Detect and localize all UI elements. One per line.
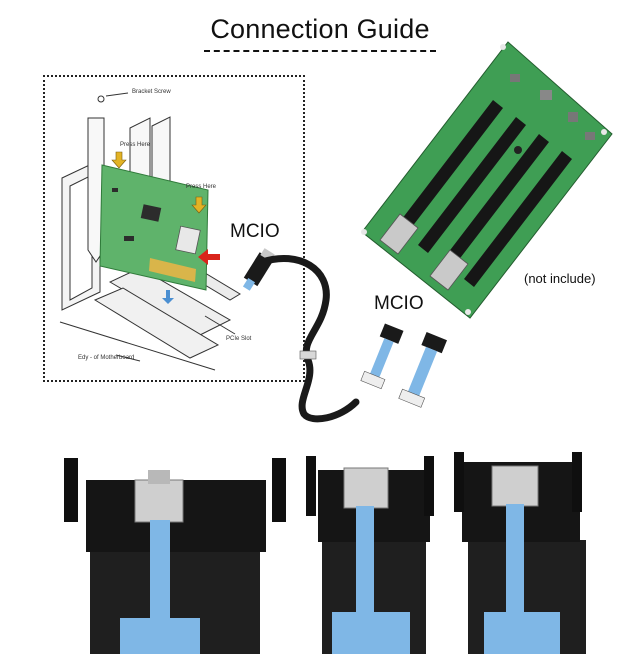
mcio-cable: [242, 248, 360, 423]
connector-closeup-middle: [306, 456, 434, 654]
riser-board: [361, 41, 613, 319]
label-not-included: (not include): [524, 271, 596, 286]
label-mcio-bottom: MCIO: [374, 293, 424, 314]
label-bracket-screw: Bracket Screw: [132, 89, 171, 95]
label-edge-of-motherboard: Edy - of Motherboard: [78, 355, 135, 361]
mcio-connector-small-right: [398, 331, 448, 408]
label-press-here-1: Press Here: [120, 142, 151, 148]
red-arrow-icon: [198, 249, 220, 265]
label-press-here-2: Press Here: [186, 184, 217, 190]
label-mcio-top: MCIO: [230, 221, 280, 242]
pcie-adapter-card: [99, 164, 209, 291]
press-here-arrows: [111, 151, 207, 214]
label-pcie-slot: PCIe Slot: [226, 336, 252, 342]
mcio-connector-small-left: [360, 323, 404, 390]
installation-drawing: [59, 92, 241, 371]
connector-closeup-right: [454, 452, 586, 654]
page-title: Connection Guide: [210, 14, 430, 44]
title-underline: [204, 50, 436, 52]
connector-closeup-left: [64, 458, 286, 654]
